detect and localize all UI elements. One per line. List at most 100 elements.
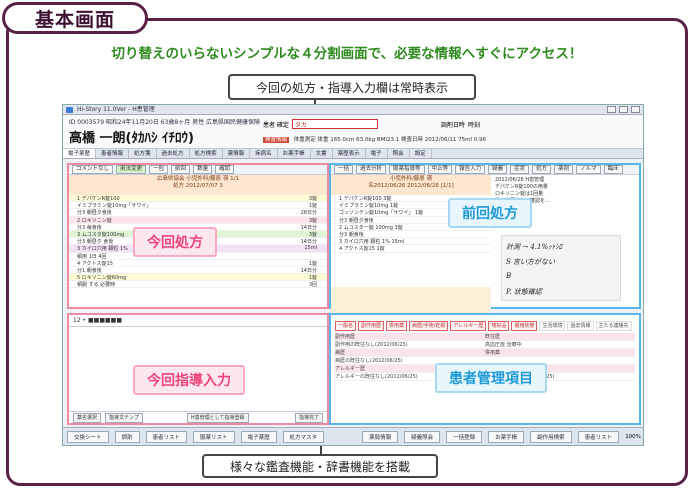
guidance-template-button[interactable]: 指導文テンプ [105, 412, 143, 423]
confirm-button[interactable]: 確認 [215, 165, 235, 174]
register-guidance-button[interactable]: H患管理として指導登録 [186, 412, 249, 423]
maximize-icon[interactable] [619, 106, 628, 113]
comment-select[interactable]: コメントなし [72, 165, 114, 174]
patient-management-tag[interactable]: 服用状態 [511, 321, 538, 331]
rx-drug: 3 ムコスタ錠100mg [77, 231, 125, 238]
one-pack-button[interactable]: 一包 [149, 165, 169, 174]
tab-prescription[interactable]: 処方箋 [129, 149, 157, 158]
rx-row[interactable]: 頓用 1日 4回 [69, 253, 327, 260]
tab-rx-search[interactable]: 処方検索 [190, 149, 223, 158]
previous-rx-tab[interactable]: 一括 [334, 165, 354, 174]
handwriting-line: S 言い方がない [506, 258, 556, 266]
previous-rx-rows: 1 デパケンR錠100 3錠 イミプラミン錠10mg 1錠 ゴッソンテン錠10m… [331, 195, 491, 253]
patient-management-tag[interactable]: 併用薬 [386, 321, 408, 331]
tab-patient-info[interactable]: 患者情報 [96, 149, 130, 158]
previous-rx-tabs: 一括過去分析服薬指導等中止等報告入力疑義症状処方薬剤ノルマ臨床 [331, 165, 639, 175]
tab-ehr[interactable]: 電子薬歴 [63, 149, 97, 158]
tab-inquiry[interactable]: 照会 [388, 149, 410, 158]
previous-rx-tab[interactable]: 過去分析 [356, 165, 387, 174]
previous-rx-row[interactable]: イミプラミン錠10mg 1錠 [331, 202, 491, 210]
tab-past-rx[interactable]: 過去処方 [157, 149, 190, 158]
patient-management-tag[interactable]: 一般名 [335, 321, 357, 331]
footer-button[interactable]: 服薬リスト [193, 430, 235, 443]
current-rx-pane: コメントなし 用法変更 一包 前回 数量 確認 広島県協会 小児外科/藤原 嶺 … [67, 163, 329, 309]
previous-rx-row[interactable]: ゴッソンテン錠10mg「サワイ」 1錠 [331, 209, 491, 217]
footer-button[interactable]: 副作用検索 [530, 430, 572, 443]
previous-rx-label: 前回処方 [448, 198, 532, 228]
tab-disease[interactable]: 疾病名 [250, 149, 278, 158]
usage-change-button[interactable]: 用法変更 [116, 165, 147, 174]
rx-qty: 3錠 [308, 217, 317, 224]
patient-management-tag[interactable]: 生活環境 [539, 321, 566, 331]
previous-rx-tab[interactable]: 処方 [532, 165, 552, 174]
window-titlebar: Hi-Story 11.0Ver - H患管理 [63, 105, 643, 115]
previous-rx-tab[interactable]: 中止等 [427, 165, 453, 174]
patient-management-tag[interactable]: アレルギー歴 [450, 321, 487, 331]
rx-drug: 頓服 する 必要時 [77, 282, 116, 289]
footer-button[interactable]: 患者リスト [577, 430, 620, 443]
rx-drug: 1 デパケンR錠100 [77, 196, 120, 202]
search-input[interactable]: タカ [291, 119, 378, 129]
footer-button[interactable]: 患者リスト [145, 430, 188, 443]
rx-row[interactable]: イミプラミン錠10mg「サワイ」1錠 [69, 202, 327, 210]
rx-drug: 分1 朝食後 [77, 267, 102, 274]
tab-history[interactable]: 薬歴表示 [333, 149, 366, 158]
rx-row[interactable]: 分1 朝食後 14日分 [69, 267, 327, 275]
tab-docs[interactable]: 文書 [311, 149, 333, 158]
close-icon[interactable] [631, 106, 640, 113]
previous-rx-row[interactable]: 2 ムコスター錠 100mg 3錠 [331, 224, 491, 231]
rx-head-line: 処方 2012/07/07 3 [173, 182, 223, 189]
tagline: 切り替えのいらないシンプルな４分割画面で、必要な情報へすぐにアクセス！ [111, 46, 583, 62]
patient-management-cell: 高血圧症 治療中 [485, 342, 522, 348]
previous-rx-tab[interactable]: ノルマ [576, 165, 601, 174]
patient-management-tag[interactable]: 病歴/手術/妊娠 [409, 321, 449, 331]
previous-rx-row[interactable]: 1 デパケンR錠100 3錠 [331, 195, 491, 203]
previous-rx-tab[interactable]: 臨床 [603, 165, 623, 174]
previous-rx-tab[interactable]: 報告入力 [455, 165, 486, 174]
footer-button[interactable]: 薬局情報 [362, 430, 399, 443]
footer-button[interactable]: 交換シート [67, 430, 109, 443]
previous-rx-tab[interactable]: 疑義 [488, 165, 508, 174]
footer-button[interactable]: 一括登録 [446, 430, 483, 443]
tab-settings[interactable]: 設定 [410, 149, 432, 158]
guidance-input-header[interactable]: 12 • ■■■■■■ [69, 315, 327, 327]
tab-notebook[interactable]: お薬手帳 [278, 149, 311, 158]
patient-management-tag[interactable]: 嗜好品 [488, 321, 510, 331]
footer-button[interactable]: 電子薬歴 [240, 430, 277, 443]
footer-button[interactable]: 疑義照会 [404, 430, 441, 443]
drug-name-select-button[interactable]: 薬名選択 [73, 412, 102, 423]
patient-info-tag[interactable]: 検査情報 [263, 137, 290, 143]
previous-rx-row[interactable]: 3 カイロ穴用 顆粒 1% 15ml [331, 238, 491, 246]
footer-button[interactable]: お薬手帳 [488, 430, 525, 443]
minimize-icon[interactable] [607, 106, 616, 113]
previous-rx-row[interactable]: 分3 朝昼夕食後 [331, 217, 491, 224]
previous-rx-tab[interactable]: 薬剤 [554, 165, 574, 174]
patient-name: 高橋 一朗(ﾀｶﾊｼ ｲﾁﾛｳ) [69, 131, 194, 146]
guidance-complete-button[interactable]: 指導完了 [294, 412, 323, 423]
rx-drug: 分3 朝昼夕食後 [77, 210, 112, 217]
rx-qty: 15ml [304, 245, 317, 252]
previous-rx-table [331, 287, 491, 317]
rx-qty: 14日分 [300, 267, 317, 274]
tab-drug-info[interactable]: 薬情報 [223, 149, 251, 158]
patient-management-tag[interactable]: 副作用歴 [358, 321, 385, 331]
tab-electronic[interactable]: 電子 [366, 149, 388, 158]
previous-rx-tab[interactable]: 服薬指導等 [389, 165, 425, 174]
patient-management-tag[interactable]: 過去情報 [567, 321, 594, 331]
quantity-button[interactable]: 数量 [193, 165, 213, 174]
previous-rx-row[interactable]: 4 アクトス錠15 1錠 [331, 245, 491, 253]
footer-button[interactable]: 処方マスタ [282, 430, 325, 443]
previous-rx-tab[interactable]: 症状 [510, 165, 530, 174]
footer-button[interactable]: 調剤 [114, 430, 140, 443]
previous-rx-row[interactable]: 分3 朝食後 [331, 231, 491, 239]
patient-management-tag[interactable]: 主たる連絡先 [595, 321, 632, 331]
previous-button[interactable]: 前回 [171, 165, 191, 174]
note-line: ロキソニン錠は1回量 [495, 191, 544, 197]
